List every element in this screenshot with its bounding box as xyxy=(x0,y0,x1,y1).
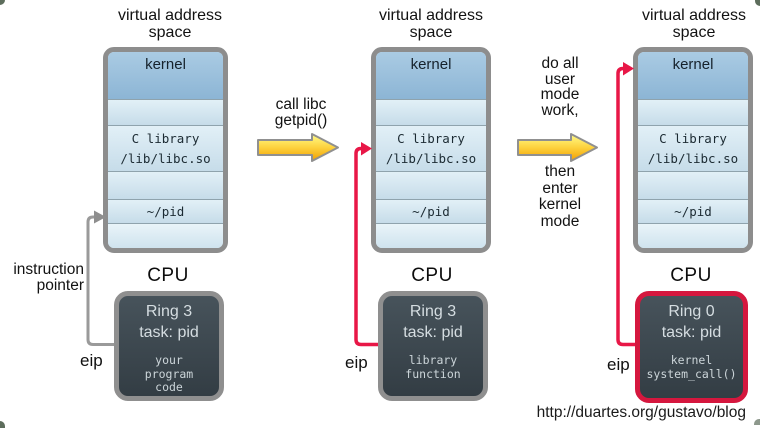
corner-decoration xyxy=(755,0,760,6)
column2-title-line1: virtual address xyxy=(378,7,484,24)
ring-label: Ring 3 task: pid xyxy=(139,301,199,343)
cpu-label-2: CPU xyxy=(411,265,453,286)
task-label: task: pid xyxy=(139,324,199,341)
column1-title-line2: space xyxy=(148,24,192,41)
column1-title: virtual address space xyxy=(90,7,250,41)
cpu-box-ring3-1: Ring 3 task: pid your program code xyxy=(114,291,224,401)
memory-segment xyxy=(376,99,486,125)
libc-path-label: /lib/libc.so xyxy=(120,151,211,166)
libc-path-label: /lib/libc.so xyxy=(647,151,739,166)
enter-kernel-mode-label: then enter kernel mode xyxy=(538,163,582,230)
cpu-box-ring3-2: Ring 3 task: pid library function xyxy=(378,291,488,401)
memory-segment xyxy=(108,99,223,125)
transition-arrow-1 xyxy=(257,133,339,162)
eip-label-3: eip xyxy=(607,355,630,374)
corner-decoration xyxy=(754,419,760,425)
c-library-label: C library xyxy=(659,131,727,146)
ring-label: Ring 0 task: pid xyxy=(662,301,722,343)
transition-arrow-2 xyxy=(517,133,598,162)
memory-segment xyxy=(638,223,748,248)
memory-segment xyxy=(376,171,486,199)
memory-segment xyxy=(108,171,223,199)
memory-segment xyxy=(638,171,748,199)
pid-segment: ~/pid xyxy=(376,199,486,223)
source-url: http://duartes.org/gustavo/blog xyxy=(536,404,746,421)
cpu-label-3: CPU xyxy=(670,265,712,286)
ring-level: Ring 3 xyxy=(145,303,193,320)
call-libc-label: call libc getpid() xyxy=(274,96,328,129)
c-library-label: C library xyxy=(131,131,200,146)
cpu-box-ring0: Ring 0 task: pid kernel system_call() xyxy=(635,291,748,403)
c-library-label: C library xyxy=(397,131,465,146)
memory-map-2: kernel C library /lib/libc.so ~/pid xyxy=(371,47,491,253)
memory-segment xyxy=(638,99,748,125)
kernel-segment: kernel xyxy=(376,52,486,99)
memory-map-1: kernel C library /lib/libc.so ~/pid xyxy=(103,47,228,253)
eip-label-2: eip xyxy=(345,353,368,372)
running-code-label: library function xyxy=(405,353,461,381)
instruction-pointer-label: instruction pointer xyxy=(13,261,84,294)
column3-title-line2: space xyxy=(672,24,716,41)
running-code-label: kernel system_call() xyxy=(646,353,737,381)
column1-title-line1: virtual address xyxy=(117,7,223,24)
task-label: task: pid xyxy=(661,324,722,341)
c-library-segment: C library /lib/libc.so xyxy=(638,125,748,171)
corner-decoration xyxy=(0,0,5,5)
column2-title-line2: space xyxy=(409,24,453,41)
running-code-label: your program code xyxy=(144,353,194,394)
corner-decoration xyxy=(0,421,5,428)
cpu-label-1: CPU xyxy=(147,265,189,286)
column2-title: virtual address space xyxy=(351,7,511,41)
c-library-segment: C library /lib/libc.so xyxy=(376,125,486,171)
memory-segment xyxy=(376,223,486,248)
memory-map-3: kernel C library /lib/libc.so ~/pid xyxy=(633,47,753,253)
ring-level: Ring 0 xyxy=(668,303,715,320)
ring-label: Ring 3 task: pid xyxy=(403,301,463,343)
column3-title-line1: virtual address xyxy=(641,7,747,24)
task-label: task: pid xyxy=(403,324,463,341)
pid-segment: ~/pid xyxy=(108,199,223,223)
ring-level: Ring 3 xyxy=(409,303,457,320)
c-library-segment: C library /lib/libc.so xyxy=(108,125,223,171)
kernel-segment: kernel xyxy=(108,52,223,99)
kernel-segment: kernel xyxy=(638,52,748,99)
eip-label-1: eip xyxy=(80,351,103,370)
pid-segment: ~/pid xyxy=(638,199,748,223)
column3-title: virtual address space xyxy=(614,7,760,41)
user-mode-work-label: do all user mode work, xyxy=(540,55,580,119)
memory-segment xyxy=(108,223,223,248)
libc-path-label: /lib/libc.so xyxy=(385,151,477,166)
